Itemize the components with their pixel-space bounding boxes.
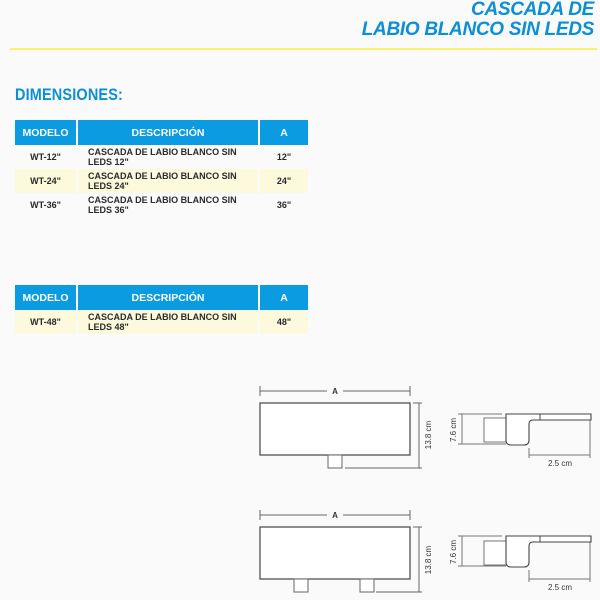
width-label: A xyxy=(332,387,338,396)
column-header-descripcion: DESCRIPCIÓN xyxy=(77,120,260,145)
column-header-a: A xyxy=(259,285,308,310)
title-line-1: CASCADA DE xyxy=(471,0,594,20)
table-header-row: MODELO DESCRIPCIÓN A xyxy=(15,120,308,145)
cell-a: 36" xyxy=(276,200,292,210)
cell-a: 24" xyxy=(259,169,308,193)
side-height-label: 7.6 cm xyxy=(449,418,458,442)
cell-modelo: WT-12" xyxy=(15,145,78,169)
side-height-label: 7.6 cm xyxy=(449,540,458,564)
section-title: DIMENSIONES: xyxy=(15,85,124,104)
header-divider xyxy=(10,48,597,50)
depth-label: 2.5 cm xyxy=(548,459,572,468)
table-row: WT-36" CASCADA DE LABIO BLANCO SIN LEDS … xyxy=(15,193,308,217)
column-header-a: A xyxy=(259,120,308,145)
table-header-row: MODELO DESCRIPCIÓN A xyxy=(15,285,308,310)
cell-descripcion: CASCADA DE LABIO BLANCO SIN LEDS 12" xyxy=(77,145,260,169)
column-header-modelo: MODELO xyxy=(15,120,78,145)
side-view-drawing-2: 7.6 cm 2.5 cm xyxy=(440,510,600,600)
cell-descripcion: CASCADA DE LABIO BLANCO SIN LEDS 48" xyxy=(77,310,260,334)
table-row: WT-12" CASCADA DE LABIO BLANCO SIN LEDS … xyxy=(15,145,308,169)
width-label: A xyxy=(332,511,338,520)
cell-modelo: WT-24" xyxy=(15,169,78,193)
side-view-drawing-1: 7.6 cm 2.5 cm xyxy=(440,400,600,480)
table-row: WT-48" CASCADA DE LABIO BLANCO SIN LEDS … xyxy=(15,310,308,334)
cell-descripcion: CASCADA DE LABIO BLANCO SIN LEDS 36" xyxy=(77,193,260,217)
cell-a: 48" xyxy=(259,310,308,334)
page-title: CASCADA DE LABIO BLANCO SIN LEDS xyxy=(361,0,595,40)
table-row: WT-24" CASCADA DE LABIO BLANCO SIN LEDS … xyxy=(15,169,308,193)
cell-modelo: WT-48" xyxy=(15,310,78,334)
cell-descripcion: CASCADA DE LABIO BLANCO SIN LEDS 24" xyxy=(77,169,260,193)
dimensions-table-2: MODELO DESCRIPCIÓN A WT-48" CASCADA DE L… xyxy=(15,285,308,334)
height-label: 13.8 cm xyxy=(424,545,433,574)
front-view-drawing-2: A 13.8 cm xyxy=(250,500,450,600)
height-label: 13.8 cm xyxy=(424,420,433,449)
depth-label: 2.5 cm xyxy=(548,583,572,592)
cell-modelo: WT-36" xyxy=(15,193,78,217)
column-header-modelo: MODELO xyxy=(15,285,78,310)
title-line-2: LABIO BLANCO SIN LEDS xyxy=(361,19,595,40)
dimensions-table-1: MODELO DESCRIPCIÓN A WT-12" CASCADA DE L… xyxy=(15,120,308,217)
front-view-drawing-1: A 13.8 cm xyxy=(250,380,450,480)
cell-a: 12" xyxy=(276,152,292,162)
column-header-descripcion: DESCRIPCIÓN xyxy=(77,285,260,310)
